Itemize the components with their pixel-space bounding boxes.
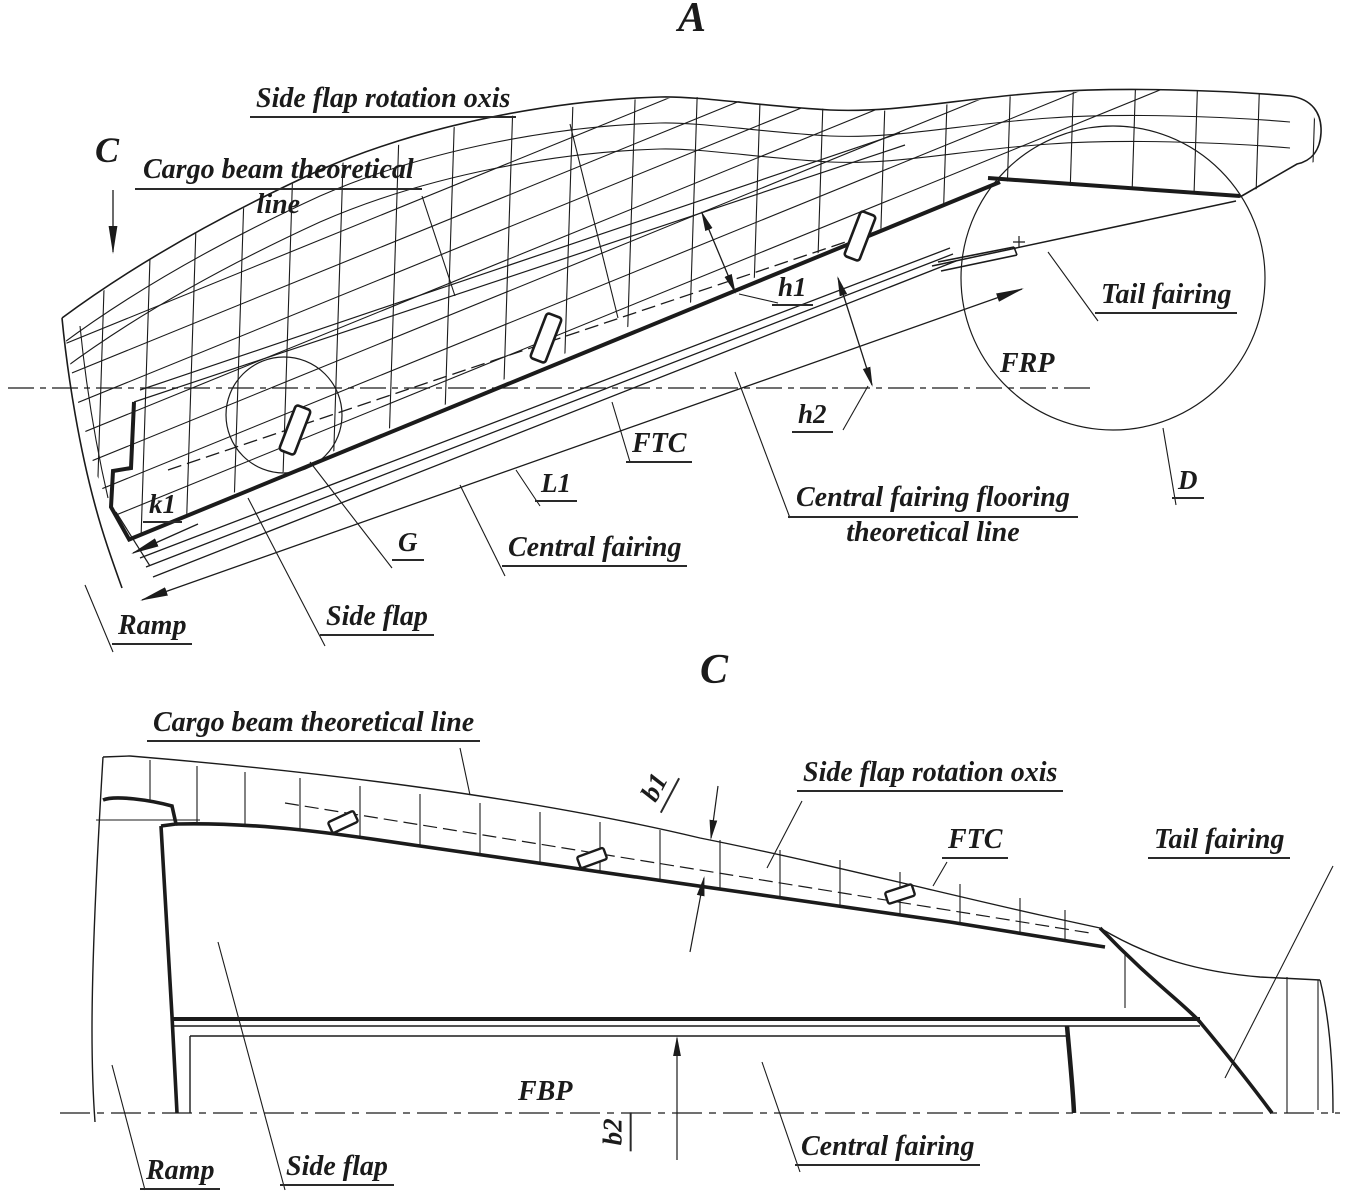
label-tail-fairing-c: Tail fairing bbox=[1148, 825, 1291, 860]
hinges-c bbox=[327, 810, 916, 905]
k1-arrow bbox=[131, 523, 199, 554]
h2-dimension bbox=[837, 276, 873, 387]
label-detail-g: G bbox=[392, 528, 424, 562]
frames-c bbox=[149, 760, 1319, 1113]
b1-upper bbox=[709, 785, 719, 840]
view-a-title: A bbox=[678, 0, 707, 41]
label-ramp-a: Ramp bbox=[112, 611, 193, 646]
label-central-fairing-flooring-1: Central fairing flooring bbox=[788, 482, 1078, 518]
label-h1: h1 bbox=[772, 273, 813, 307]
label-ftc-a: FTC bbox=[626, 429, 693, 464]
flap-length-arrow bbox=[140, 288, 1024, 601]
label-side-flap-rotation-axis-a: Side flap rotation oxis bbox=[250, 84, 517, 119]
label-l1: L1 bbox=[535, 469, 577, 503]
leader-lines-a bbox=[84, 123, 1177, 653]
label-cargo-beam-line-c: Cargo beam theoretical line bbox=[147, 708, 481, 743]
b1-lower bbox=[689, 876, 705, 953]
view-c-title: C bbox=[700, 647, 729, 693]
rotation-axis-dashed-c bbox=[284, 802, 1091, 934]
label-cargo-beam-line-a-1: Cargo beam theoretical bbox=[135, 154, 422, 190]
label-detail-d: D bbox=[1172, 466, 1204, 500]
label-tail-fairing-a: Tail fairing bbox=[1095, 280, 1238, 315]
view-c-linework bbox=[60, 747, 1340, 1191]
label-cargo-beam-line-a: Cargo beam theoretical line bbox=[135, 154, 422, 221]
detail-circle-d bbox=[960, 125, 1266, 431]
label-side-flap-c: Side flap bbox=[280, 1152, 394, 1187]
label-central-fairing-flooring-2: theoretical line bbox=[846, 516, 1020, 548]
outline-c bbox=[91, 755, 1334, 1123]
label-fbp: FBP bbox=[518, 1076, 573, 1107]
label-cargo-beam-line-a-2: line bbox=[256, 188, 301, 220]
hinges-a bbox=[278, 210, 877, 456]
floor-lines-c bbox=[102, 796, 1274, 1115]
label-central-fairing-c: Central fairing bbox=[795, 1132, 981, 1167]
label-side-flap-a: Side flap bbox=[320, 602, 434, 637]
section-cut-letter-c: C bbox=[95, 130, 120, 170]
label-h2: h2 bbox=[792, 400, 833, 434]
fuselage-outline-a bbox=[61, 88, 1322, 589]
label-central-fairing-flooring: Central fairing flooring theoretical lin… bbox=[788, 482, 1078, 549]
plus-mark bbox=[1013, 236, 1025, 248]
dimension-arrows-c bbox=[673, 785, 719, 1160]
label-k1: k1 bbox=[143, 490, 182, 524]
label-ramp-c: Ramp bbox=[140, 1156, 221, 1191]
label-b2: b2 bbox=[598, 1112, 632, 1152]
label-side-flap-rotation-axis-c: Side flap rotation oxis bbox=[797, 758, 1064, 793]
label-ftc-c: FTC bbox=[942, 825, 1009, 860]
leader-lines-c bbox=[111, 747, 1334, 1191]
h1-dimension bbox=[701, 211, 736, 294]
label-central-fairing-a: Central fairing bbox=[502, 533, 688, 568]
dimension-arrows-a bbox=[108, 190, 1024, 601]
label-frp: FRP bbox=[1000, 348, 1055, 379]
